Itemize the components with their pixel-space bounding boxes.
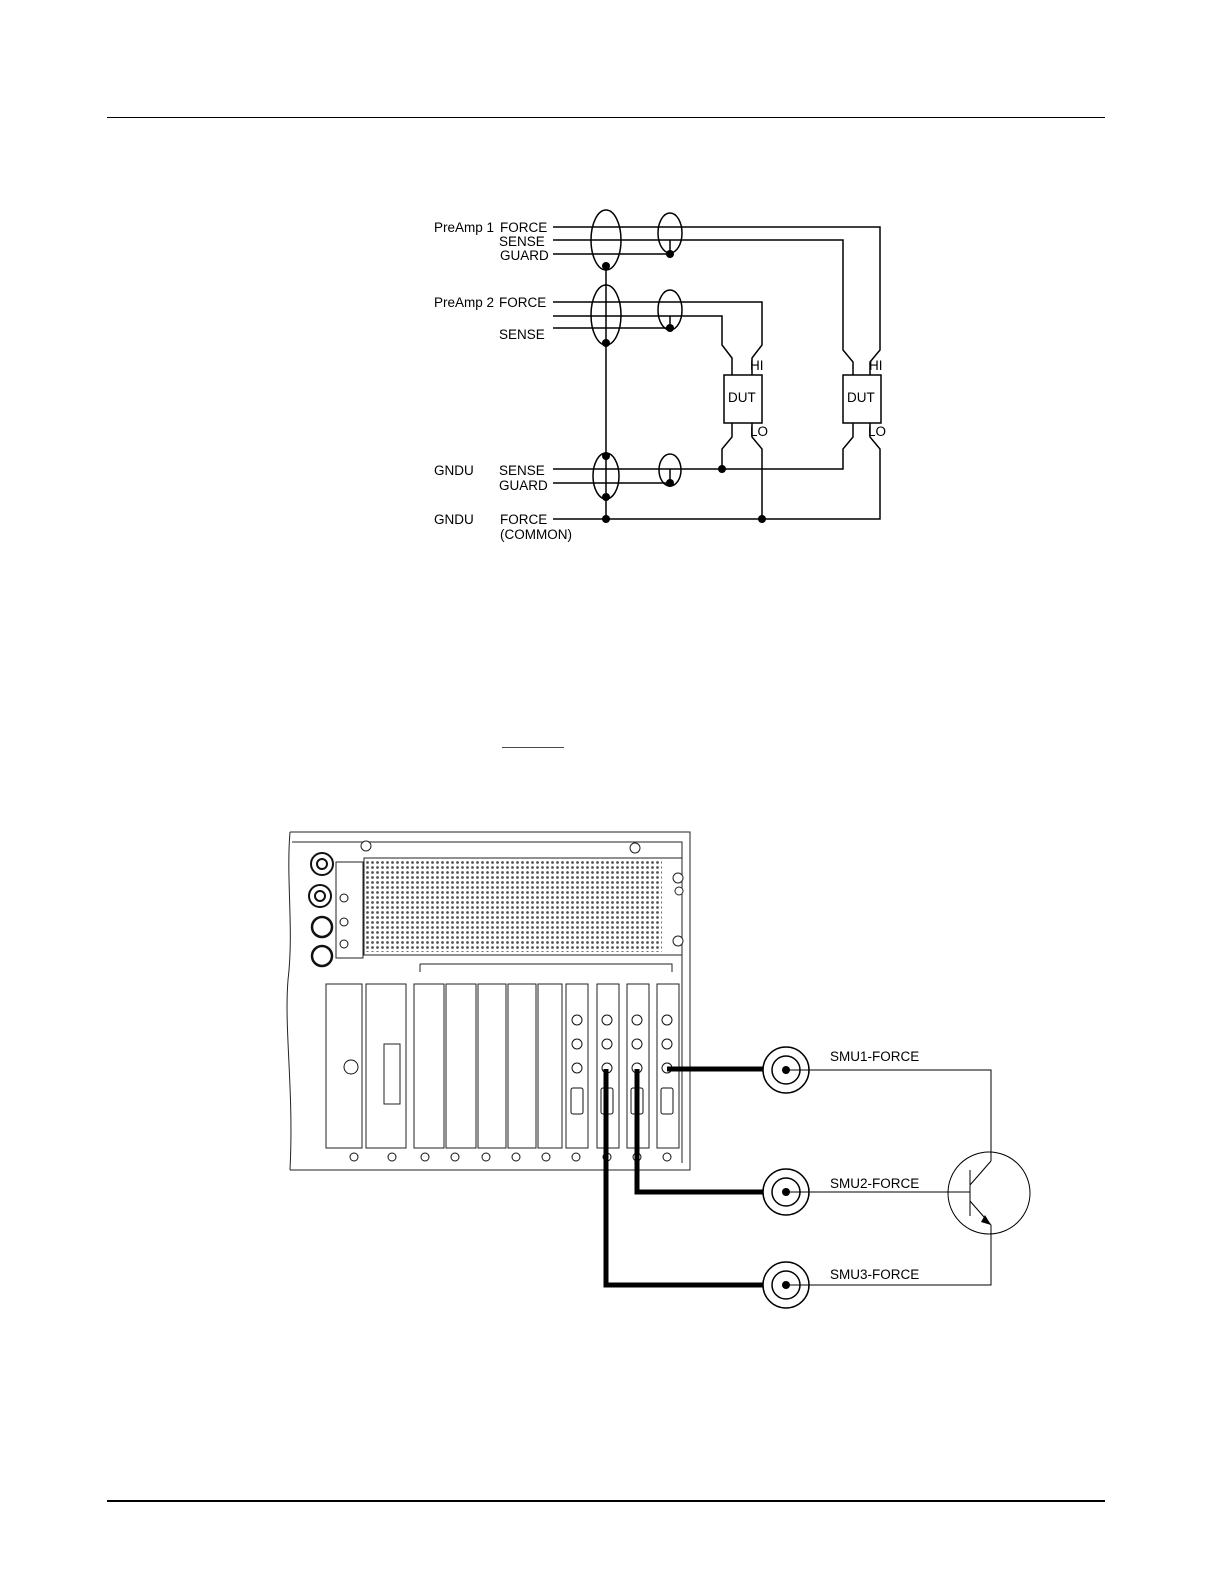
gndu-upper-label: GNDU [434, 463, 474, 478]
preamp2-sense-label: SENSE [499, 327, 545, 342]
preamp1-guard-label: GUARD [500, 248, 549, 263]
dut-left-lo-label: LO [750, 424, 768, 439]
gndu-force-label: FORCE [500, 512, 547, 527]
dut-right-label: DUT [847, 390, 875, 405]
smu1-force-label: SMU1-FORCE [830, 1049, 919, 1064]
smu3-force-label: SMU3-FORCE [830, 1267, 919, 1282]
gndu-lower-label: GNDU [434, 512, 474, 527]
common-label: (COMMON) [500, 527, 572, 542]
preamp-connection-schematic: PreAmp 1 FORCE SENSE GUARD PreAmp 2 FORC… [0, 0, 1224, 600]
dut-left-label: DUT [728, 390, 756, 405]
preamp1-sense-label: SENSE [499, 234, 545, 249]
preamp2-force-label: FORCE [499, 295, 546, 310]
dut-right-lo-label: LO [868, 424, 886, 439]
preamp2-label: PreAmp 2 [434, 295, 494, 310]
cross-reference-link[interactable] [502, 733, 564, 748]
smu2-force-label: SMU2-FORCE [830, 1176, 919, 1191]
dut-right-hi-label: HI [869, 358, 883, 373]
gndu-sense-label: SENSE [499, 463, 545, 478]
footer-rule [107, 1500, 1105, 1502]
dut-left-hi-label: HI [750, 358, 764, 373]
gndu-guard-label: GUARD [499, 478, 548, 493]
preamp1-label: PreAmp 1 [434, 220, 494, 235]
preamp1-force-label: FORCE [500, 220, 547, 235]
